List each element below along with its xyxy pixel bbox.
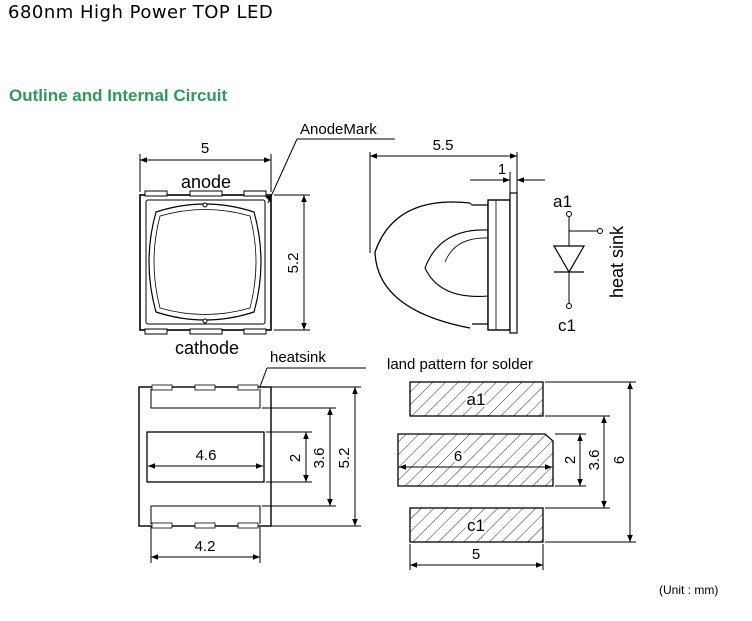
side-depth-label: 5.5 <box>433 137 454 154</box>
top-view: 5 anode AnodeMark 5.2 cathode <box>139 121 395 358</box>
land-pad-height-label: 2 <box>562 456 579 464</box>
anode-label: anode <box>181 172 231 192</box>
cathode-label: cathode <box>175 338 239 358</box>
side-lead-label: 1 <box>498 161 506 178</box>
circuit-a1-label: a1 <box>553 192 572 211</box>
total-height-label: 5.2 <box>336 448 353 469</box>
land-pad-c1-label: c1 <box>467 516 485 535</box>
unit-note: (Unit : mm) <box>659 583 719 597</box>
internal-circuit: a1 c1 heat sink <box>552 192 627 335</box>
heatsink-pad <box>146 431 265 483</box>
page-title: 680nm High Power TOP LED <box>8 2 274 23</box>
land-pattern: land pattern for solder a1 6 c1 5 2 3.6 … <box>387 356 636 570</box>
lens-outline <box>148 203 262 321</box>
anode-mark-corner <box>265 196 271 203</box>
section-heading: Outline and Internal Circuit <box>9 86 228 105</box>
side-body <box>487 199 511 331</box>
land-pad-a1-label: a1 <box>467 390 486 409</box>
pad-height-label: 2 <box>287 454 304 462</box>
heat-sink-label: heat sink <box>607 225 627 298</box>
land-pad-center <box>397 433 554 487</box>
top-width-label: 5 <box>201 140 209 157</box>
land-total-height-label: 6 <box>611 456 628 464</box>
land-pad-a1 <box>409 381 544 417</box>
diode-symbol <box>552 245 586 274</box>
body-width-label: 4.2 <box>195 538 216 555</box>
circuit-c1-label: c1 <box>558 316 576 335</box>
land-pad-c1 <box>409 507 544 543</box>
bottom-view: heatsink 4.6 4.2 2 3.6 5.2 <box>138 349 366 563</box>
land-center-dim-label: 6 <box>454 448 462 465</box>
pad-width-label: 4.6 <box>196 447 217 464</box>
side-view: 5.5 1 <box>369 137 545 334</box>
land-inner-height-label: 3.6 <box>586 450 603 471</box>
land-width-label: 5 <box>472 546 480 563</box>
top-height-label: 5.2 <box>285 253 302 274</box>
anode-mark-label: AnodeMark <box>300 121 377 138</box>
led-body-outline <box>139 194 272 331</box>
inner-height-label: 3.6 <box>311 448 328 469</box>
heatsink-label: heatsink <box>270 349 326 366</box>
land-pattern-heading: land pattern for solder <box>387 356 533 373</box>
